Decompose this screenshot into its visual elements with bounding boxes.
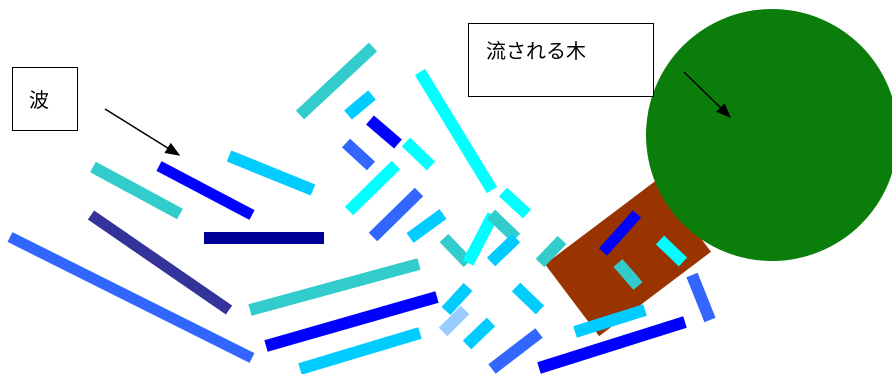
wave-stroke [598, 210, 642, 256]
wave-stroke [401, 137, 436, 171]
wave-stroke [414, 68, 498, 194]
wave-stroke [488, 328, 543, 374]
wave-stroke [366, 115, 402, 149]
wave-stroke [511, 282, 545, 315]
wave-stroke [537, 316, 687, 374]
wave-stroke [535, 235, 567, 268]
wave-stroke [298, 327, 422, 374]
wave-stroke [7, 232, 255, 363]
wave-stroke [462, 317, 496, 350]
arrow-icon [683, 71, 732, 119]
wave-label: 波 [12, 67, 78, 131]
wave-stroke [686, 272, 716, 323]
wave-stroke [264, 291, 439, 352]
tree-label: 流される木 [468, 23, 654, 97]
wave-stroke [368, 187, 424, 242]
wave-stroke [573, 304, 647, 338]
wave-stroke [344, 160, 401, 216]
wave-stroke [655, 235, 688, 267]
wave-stroke [441, 282, 473, 316]
wave-stroke [406, 209, 447, 243]
tree-canopy [646, 9, 892, 261]
wave-stroke [438, 305, 470, 337]
wave-stroke [248, 258, 421, 316]
wave-stroke [344, 90, 376, 120]
arrow-icon [104, 108, 181, 156]
tree-trunk [545, 179, 711, 337]
wave-stroke [87, 210, 233, 315]
wave-stroke [613, 259, 643, 290]
wave-label-text: 波 [29, 88, 49, 112]
tree-label-text: 流される木 [486, 39, 586, 63]
wave-stroke [341, 138, 376, 171]
wave-stroke [226, 150, 316, 196]
wave-stroke [462, 212, 499, 266]
wave-stroke [90, 161, 183, 220]
wave-stroke [295, 42, 378, 120]
wave-stroke [498, 187, 532, 219]
wave-stroke [156, 161, 255, 220]
wave-stroke [486, 233, 521, 267]
